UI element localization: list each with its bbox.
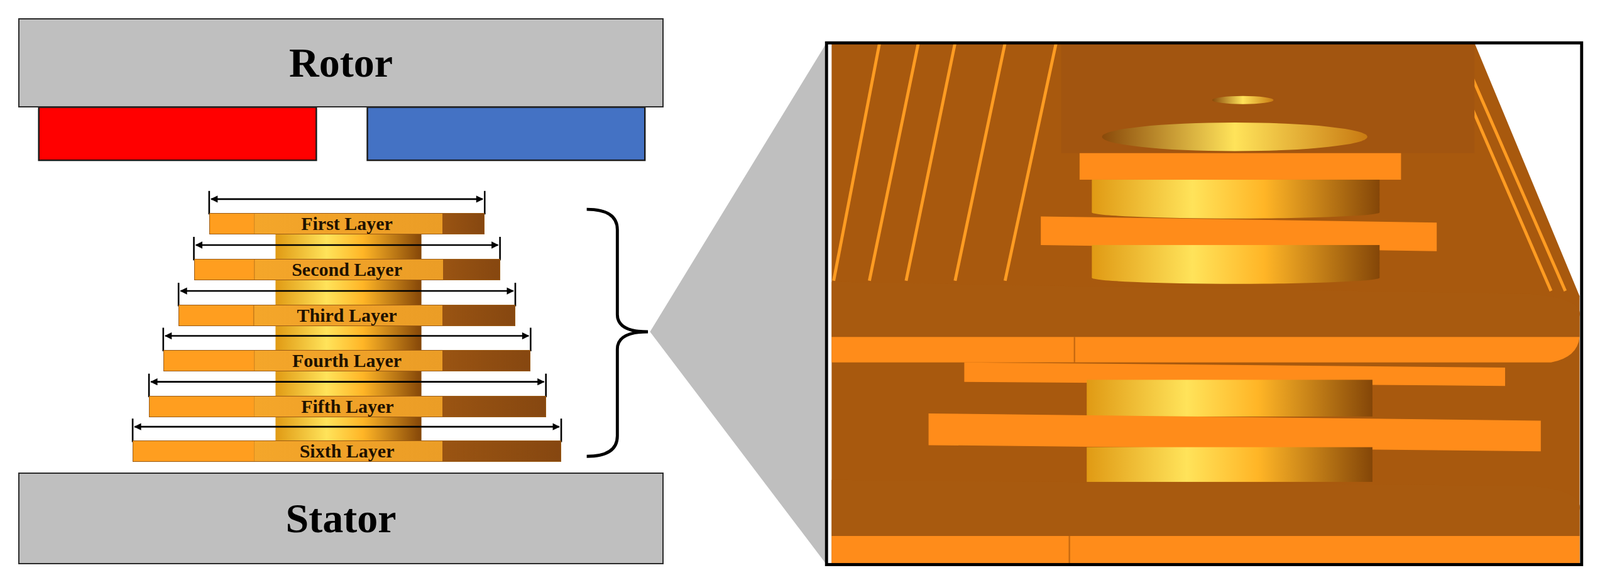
layer-label: Second Layer [291,258,403,281]
layer-label: Fifth Layer [301,395,394,418]
layer-plate: Second Layer [194,258,501,281]
zoom-wedge [649,42,827,565]
magnet-south [367,107,646,161]
layer-label: Fourth Layer [292,350,402,372]
zoom-render [826,42,1582,565]
layer-plate: Fifth Layer [148,395,547,418]
layer-plate: Sixth Layer [132,440,562,462]
layer-plate: Third Layer [178,304,516,327]
part-label: Stator [285,494,397,543]
stator-bar: Stator [18,472,664,565]
layer-plate: First Layer [209,213,485,235]
curly-brace [586,209,648,457]
part-label: Rotor [289,38,393,87]
layer-label: Sixth Layer [299,440,395,462]
layer-plate: Fourth Layer [163,350,532,372]
dimension-arrows [132,191,562,443]
layer-label: Third Layer [296,304,397,327]
inset-frame [826,42,1582,565]
magnet-north [38,107,317,161]
rotor-bar: Rotor [18,18,664,108]
layer-label: First Layer [301,213,393,235]
